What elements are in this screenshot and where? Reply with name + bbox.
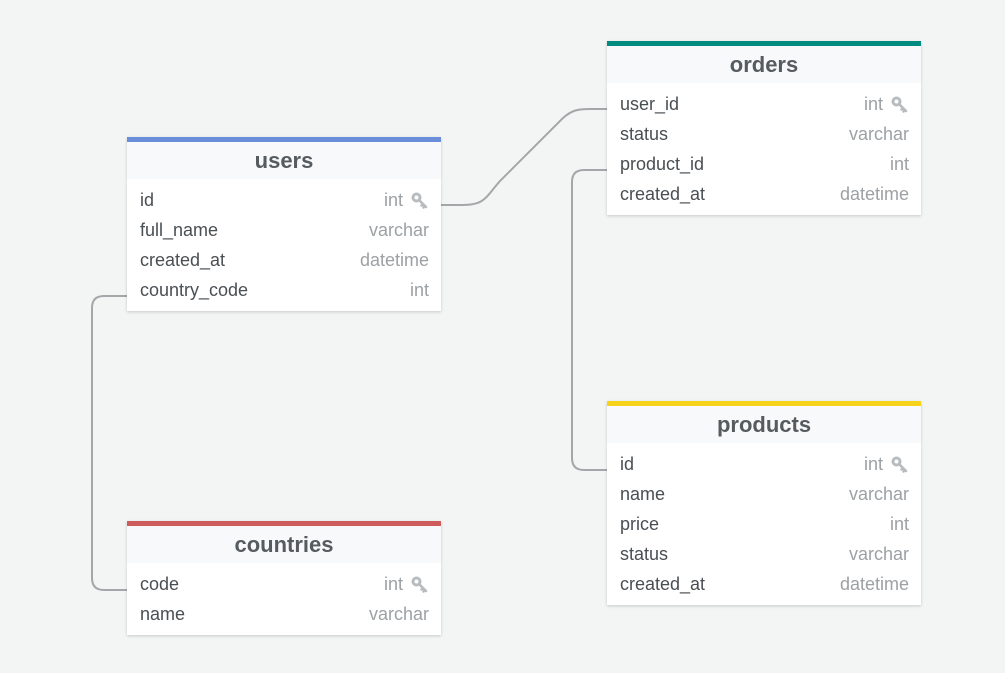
table-title[interactable]: users bbox=[127, 142, 441, 179]
column-type: varchar bbox=[848, 123, 909, 144]
column-type: int bbox=[383, 189, 403, 210]
column-type: int bbox=[863, 93, 883, 114]
column-row[interactable]: created_at datetime bbox=[127, 245, 441, 275]
column-name: user_id bbox=[620, 93, 680, 114]
key-icon bbox=[409, 190, 429, 210]
column-name: name bbox=[620, 483, 666, 504]
column-name: full_name bbox=[140, 219, 219, 240]
column-type: datetime bbox=[839, 573, 909, 594]
column-type: varchar bbox=[368, 603, 429, 624]
table-products[interactable]: products id int name varchar price int s… bbox=[607, 401, 921, 605]
column-row[interactable]: product_id int bbox=[607, 149, 921, 179]
column-name: status bbox=[620, 123, 669, 144]
column-type: int bbox=[383, 573, 403, 594]
table-color-bar bbox=[607, 401, 921, 406]
column-row[interactable]: id int bbox=[127, 185, 441, 215]
column-row[interactable]: country_code int bbox=[127, 275, 441, 305]
column-name: created_at bbox=[620, 573, 706, 594]
key-icon bbox=[409, 574, 429, 594]
column-row[interactable]: name varchar bbox=[127, 599, 441, 629]
table-color-bar bbox=[607, 41, 921, 46]
column-row[interactable]: status varchar bbox=[607, 539, 921, 569]
column-name: product_id bbox=[620, 153, 705, 174]
column-name: price bbox=[620, 513, 660, 534]
column-name: name bbox=[140, 603, 186, 624]
table-countries[interactable]: countries code int name varchar bbox=[127, 521, 441, 635]
column-row[interactable]: price int bbox=[607, 509, 921, 539]
column-name: country_code bbox=[140, 279, 249, 300]
relationship-users-countries bbox=[91, 295, 127, 591]
table-color-bar bbox=[127, 521, 441, 526]
column-row[interactable]: id int bbox=[607, 449, 921, 479]
column-type: datetime bbox=[839, 183, 909, 204]
column-row[interactable]: name varchar bbox=[607, 479, 921, 509]
key-icon bbox=[889, 454, 909, 474]
key-icon bbox=[889, 94, 909, 114]
column-row[interactable]: status varchar bbox=[607, 119, 921, 149]
column-type: int bbox=[889, 153, 909, 174]
relationship-orders-products bbox=[571, 169, 607, 471]
column-type: int bbox=[889, 513, 909, 534]
column-name: id bbox=[140, 189, 155, 210]
table-title[interactable]: products bbox=[607, 406, 921, 443]
column-type: varchar bbox=[368, 219, 429, 240]
column-name: created_at bbox=[620, 183, 706, 204]
column-row[interactable]: full_name varchar bbox=[127, 215, 441, 245]
relationship-users-orders bbox=[441, 108, 607, 206]
column-name: id bbox=[620, 453, 635, 474]
table-users[interactable]: users id int full_name varchar created_a… bbox=[127, 137, 441, 311]
table-title[interactable]: orders bbox=[607, 46, 921, 83]
column-name: code bbox=[140, 573, 180, 594]
column-type: int bbox=[409, 279, 429, 300]
column-type: varchar bbox=[848, 543, 909, 564]
table-orders[interactable]: orders user_id int status varchar produc… bbox=[607, 41, 921, 215]
column-row[interactable]: user_id int bbox=[607, 89, 921, 119]
column-type: int bbox=[863, 453, 883, 474]
table-title[interactable]: countries bbox=[127, 526, 441, 563]
column-name: status bbox=[620, 543, 669, 564]
column-name: created_at bbox=[140, 249, 226, 270]
column-row[interactable]: created_at datetime bbox=[607, 569, 921, 599]
column-type: varchar bbox=[848, 483, 909, 504]
table-color-bar bbox=[127, 137, 441, 142]
column-row[interactable]: created_at datetime bbox=[607, 179, 921, 209]
column-type: datetime bbox=[359, 249, 429, 270]
column-row[interactable]: code int bbox=[127, 569, 441, 599]
